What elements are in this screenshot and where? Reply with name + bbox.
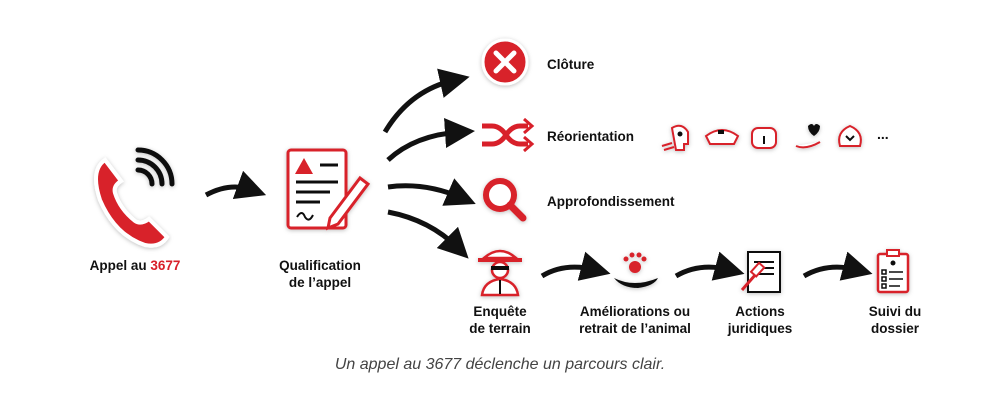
step-line1: Enquête bbox=[473, 304, 527, 319]
document-warning-icon bbox=[286, 148, 371, 231]
police-cap-icon bbox=[704, 129, 740, 145]
step-line2: retrait de l’animal bbox=[579, 321, 691, 336]
start-label: Appel au 3677 bbox=[60, 257, 210, 274]
step-line2: juridiques bbox=[727, 321, 793, 336]
animal-protection-icon bbox=[838, 124, 862, 147]
step-line1: Améliorations ou bbox=[579, 304, 691, 319]
branch-arrows bbox=[382, 68, 476, 259]
caption: Un appel au 3677 déclenche un parcours c… bbox=[334, 356, 666, 373]
detective-icon bbox=[478, 249, 522, 297]
step-line2: dossier bbox=[870, 321, 920, 336]
arrow bbox=[204, 170, 267, 199]
outcome-cloture: Clôture bbox=[547, 57, 595, 72]
veterinary-hand-icon bbox=[795, 124, 821, 149]
search-icon bbox=[483, 178, 527, 222]
qualification-line2: de l’appel bbox=[288, 275, 352, 290]
step-actions-juridiques: Actions juridiques bbox=[705, 303, 815, 337]
outcome-approfondissement: Approfondissement bbox=[547, 194, 675, 209]
arrow bbox=[802, 251, 873, 281]
shuffle-icon bbox=[482, 117, 535, 153]
clipboard-icon bbox=[876, 249, 910, 294]
close-icon bbox=[481, 38, 529, 86]
more-partners-ellipsis: ... bbox=[877, 126, 889, 142]
arrow bbox=[674, 251, 745, 281]
step-line1: Actions bbox=[735, 304, 785, 319]
outcome-reorientation: Réorientation bbox=[547, 129, 635, 144]
gendarmerie-kepi-icon bbox=[751, 127, 777, 149]
qualification-line1: Qualification bbox=[279, 258, 361, 273]
step-enquete: Enquête de terrain bbox=[440, 303, 560, 337]
hotline-number: 3677 bbox=[150, 258, 181, 273]
legal-document-icon bbox=[740, 251, 781, 293]
paw-hand-icon bbox=[614, 252, 658, 288]
medical-head-icon bbox=[661, 124, 689, 151]
step-suivi: Suivi du dossier bbox=[845, 303, 945, 337]
qualification-label: Qualification de l’appel bbox=[250, 257, 390, 291]
step-ameliorations: Améliorations ou retrait de l’animal bbox=[560, 303, 710, 337]
start-label-text: Appel au bbox=[89, 258, 151, 273]
step-line2: de terrain bbox=[469, 321, 531, 336]
arrow bbox=[540, 251, 611, 281]
step-line1: Suivi du bbox=[868, 304, 922, 319]
phone-icon bbox=[94, 147, 175, 248]
